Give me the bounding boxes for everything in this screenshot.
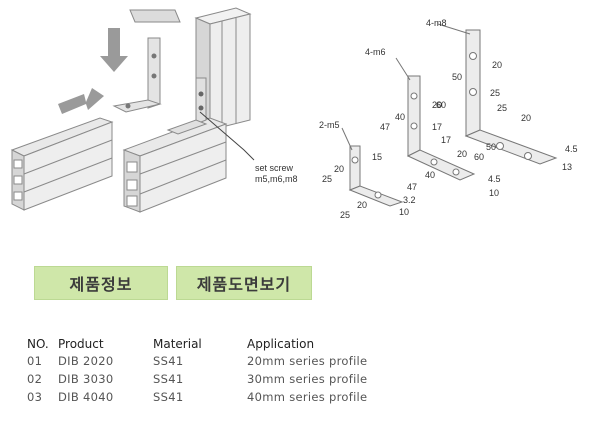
header-product: Product — [58, 336, 104, 351]
dim-small-hole: 2-m5 — [319, 120, 340, 130]
cell-material: SS41 — [153, 354, 184, 368]
bracket-drawing-large — [437, 23, 558, 165]
dim-small-3: 15 — [372, 152, 382, 162]
assembled-bracket — [166, 77, 208, 135]
table-row: 03 DIB 4040 SS41 40mm series profile — [27, 388, 447, 406]
spec-table: NO. Product Material Application 01 DIB … — [27, 335, 447, 406]
cell-product: DIB 4040 — [58, 390, 114, 404]
cell-no: 01 — [27, 354, 43, 368]
dim-small-7: 47 — [407, 182, 417, 192]
bracket-drawing-small — [341, 127, 404, 207]
tab-drawing-view[interactable]: 제품도면보기 — [176, 266, 312, 300]
dim-large-7: 60 — [474, 152, 484, 162]
bracket-part — [112, 37, 162, 113]
callout-label: set screw — [255, 163, 294, 173]
bracket-drawing-mid — [395, 57, 476, 181]
dim-small-4: 25 — [340, 210, 350, 220]
dim-mid-3: 20 — [432, 100, 442, 110]
header-no: NO. — [27, 336, 49, 351]
cell-material: SS41 — [153, 390, 184, 404]
dim-mid-4: 17 — [432, 122, 442, 132]
dim-mid-5: 17 — [441, 135, 451, 145]
dim-large-6: 20 — [521, 113, 531, 123]
dim-small-5: 20 — [357, 200, 367, 210]
dim-large-10: 13 — [562, 162, 572, 172]
cell-product: DIB 2020 — [58, 354, 114, 368]
dim-large-11: 4.5 — [488, 174, 501, 184]
dim-large-12: 10 — [489, 188, 499, 198]
profile-right — [122, 117, 228, 213]
cell-application: 20mm series profile — [247, 354, 368, 368]
dim-small-6: 10 — [399, 207, 409, 217]
dim-large-1: 60 — [436, 100, 446, 110]
dim-mid-2: 40 — [395, 112, 405, 122]
dim-mid-7: 40 — [425, 170, 435, 180]
arrow-right-icon — [58, 88, 104, 114]
callout-sizes: m5,m6,m8 — [255, 174, 298, 184]
table-header-row: NO. Product Material Application — [27, 335, 447, 352]
table-row: 02 DIB 3030 SS41 30mm series profile — [27, 370, 447, 388]
dim-large-3: 20 — [492, 60, 502, 70]
tab-product-info[interactable]: 제품정보 — [34, 266, 168, 300]
technical-drawing: 2-m5 25 20 15 25 20 10 47 3.2 4-m6 47 40… — [319, 18, 578, 220]
dim-large-hole: 4-m8 — [426, 18, 447, 28]
cell-application: 40mm series profile — [247, 390, 368, 404]
cell-no: 03 — [27, 390, 43, 404]
product-illustration: set screw m5,m6,m8 2-m5 25 20 15 25 20 1… — [10, 7, 578, 220]
dim-large-5: 25 — [497, 103, 507, 113]
dim-small-8: 3.2 — [403, 195, 416, 205]
dim-small-2: 20 — [334, 164, 344, 174]
dim-large-2: 50 — [452, 72, 462, 82]
cell-material: SS41 — [153, 372, 184, 386]
arrow-down-icon — [100, 28, 128, 72]
dim-mid-6: 20 — [457, 149, 467, 159]
dim-mid-hole: 4-m6 — [365, 47, 386, 57]
dim-large-9: 4.5 — [565, 144, 578, 154]
profile-left — [10, 117, 114, 211]
dim-large-8: 50 — [486, 142, 496, 152]
dim-mid-1: 47 — [380, 122, 390, 132]
assembly-illustration — [10, 7, 255, 213]
cell-product: DIB 3030 — [58, 372, 114, 386]
cell-no: 02 — [27, 372, 43, 386]
dim-small-1: 25 — [322, 174, 332, 184]
table-row: 01 DIB 2020 SS41 20mm series profile — [27, 352, 447, 370]
header-material: Material — [153, 336, 202, 351]
cell-application: 30mm series profile — [247, 372, 368, 386]
dim-large-4: 25 — [490, 88, 500, 98]
header-application: Application — [247, 336, 315, 351]
